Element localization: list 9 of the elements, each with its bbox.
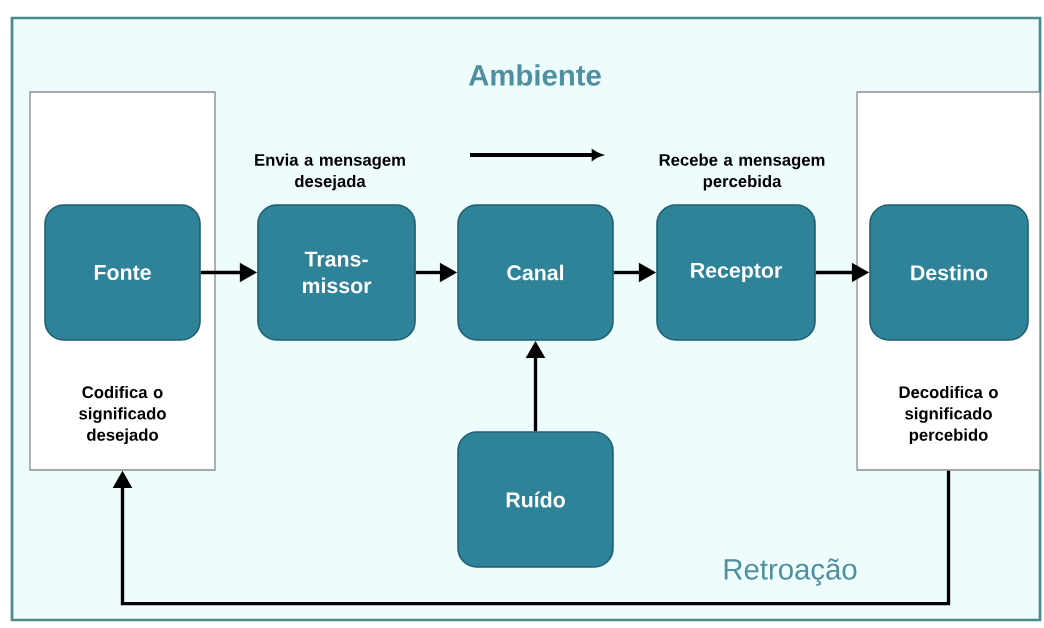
process-box: Canal <box>457 204 614 341</box>
arrow <box>112 470 951 606</box>
process-box: Trans- missor <box>257 204 416 341</box>
process-box: Fonte <box>44 204 201 341</box>
edge-label: Retroação <box>719 555 861 589</box>
annotation-text: Recebe a mensagem percebida <box>659 153 825 191</box>
process-box: Receptor <box>656 204 816 341</box>
process-box: Ruído <box>457 431 614 568</box>
process-box: Destino <box>869 204 1029 341</box>
